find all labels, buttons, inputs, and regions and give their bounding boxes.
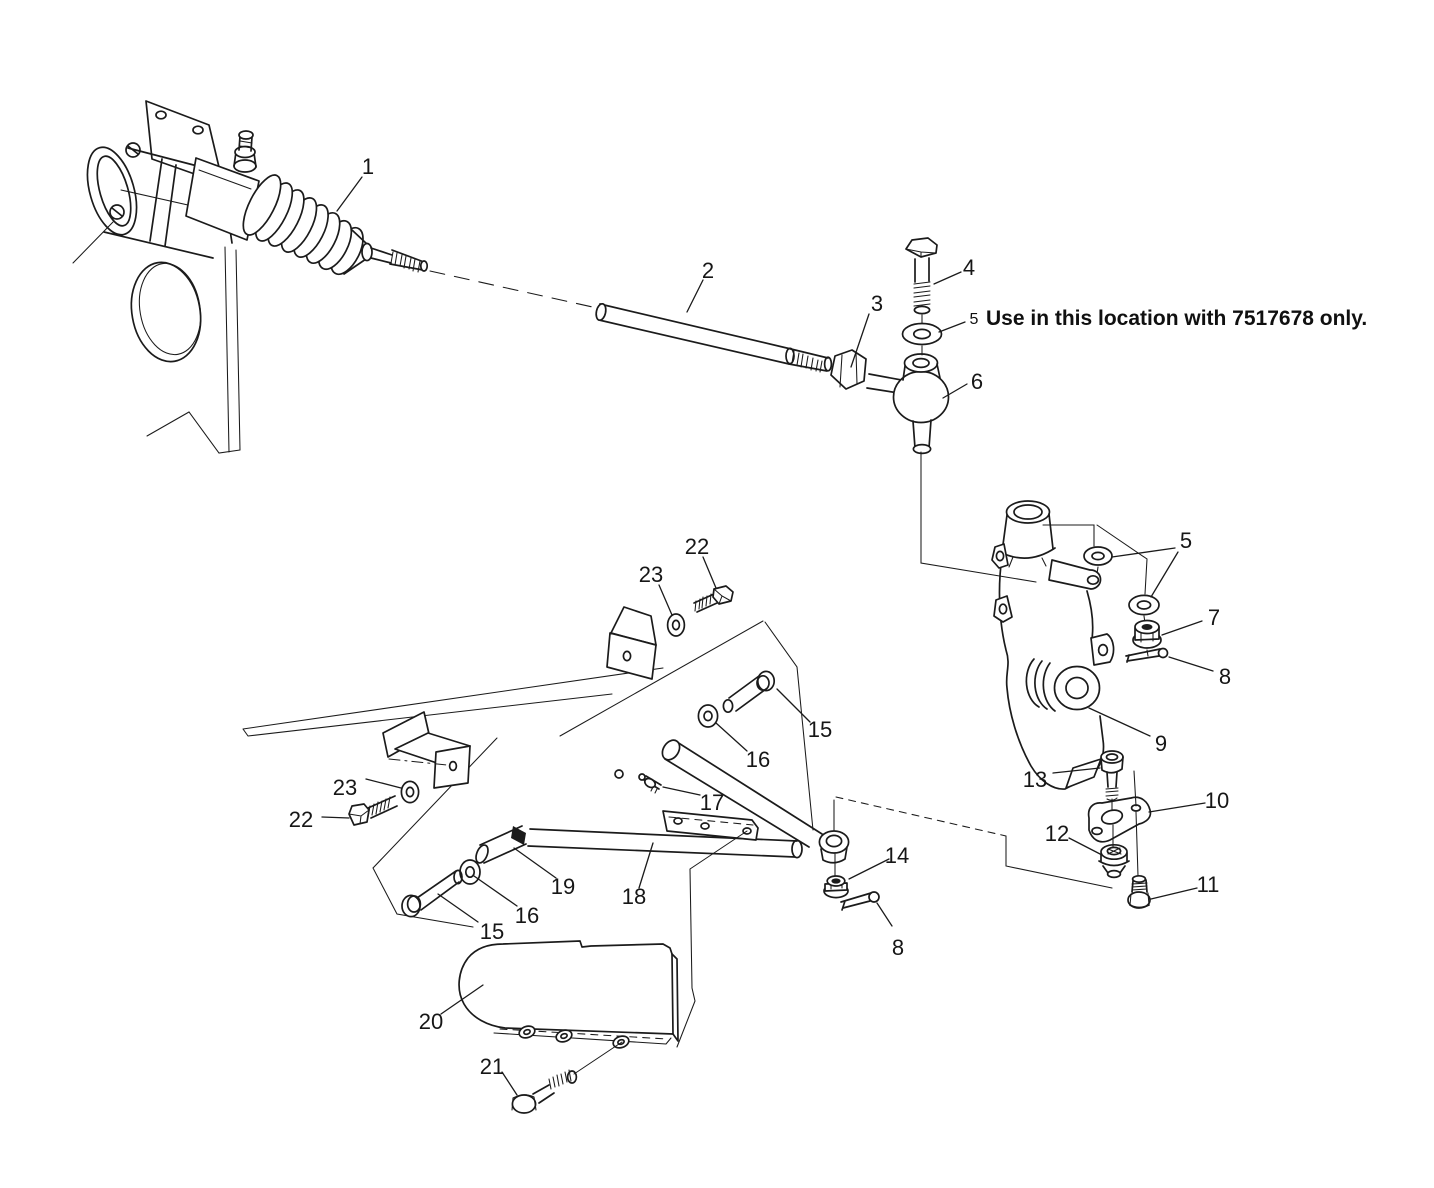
frame-rail-brackets-drawing — [242, 556, 814, 928]
callout-19: 19 — [551, 874, 575, 899]
callout-18: 18 — [622, 884, 646, 909]
steering-gear-assembly-drawing — [72, 100, 429, 454]
callout-15-lower: 15 — [480, 919, 504, 944]
callout-8-lower: 8 — [892, 935, 904, 960]
callout-16-upper: 16 — [746, 747, 770, 772]
callout-3: 3 — [871, 291, 883, 316]
callout-21: 21 — [480, 1054, 504, 1079]
callout-16-lower: 16 — [515, 903, 539, 928]
callout-4: 4 — [963, 255, 975, 280]
a-arm-assembly-drawing — [401, 670, 893, 927]
callout-20: 20 — [419, 1009, 443, 1034]
callout-7: 7 — [1208, 605, 1220, 630]
callout-8-upper: 8 — [1219, 664, 1231, 689]
tie-rod-assembly-drawing — [429, 237, 1037, 583]
a-arm-guard-drawing — [440, 830, 748, 1114]
callout-10: 10 — [1205, 788, 1229, 813]
callout-2: 2 — [702, 258, 714, 283]
steering-knuckle-drawing — [833, 500, 1214, 909]
callout-6: 6 — [971, 369, 983, 394]
callout-labels: 1 2 3 4 6 5 7 8 9 13 10 12 11 22 23 15 1… — [289, 154, 1231, 1079]
callout-1: 1 — [362, 154, 374, 179]
callout-23-lower: 23 — [333, 775, 357, 800]
callout-9: 9 — [1155, 731, 1167, 756]
usage-note-text: Use in this location with 7517678 only. — [986, 307, 1367, 330]
callout-11: 11 — [1197, 872, 1220, 897]
callout-5: 5 — [1180, 528, 1192, 553]
callout-22-lower: 22 — [289, 807, 313, 832]
callout-13: 13 — [1023, 767, 1047, 792]
callout-23-upper: 23 — [639, 562, 663, 587]
callout-22-upper: 22 — [685, 534, 709, 559]
callout-14: 14 — [885, 843, 909, 868]
callout-12: 12 — [1045, 821, 1069, 846]
usage-note-callout: 5 — [970, 311, 979, 328]
callout-17: 17 — [700, 790, 724, 815]
usage-note: 5 Use in this location with 7517678 only… — [970, 307, 1368, 330]
callout-15-upper: 15 — [808, 717, 832, 742]
